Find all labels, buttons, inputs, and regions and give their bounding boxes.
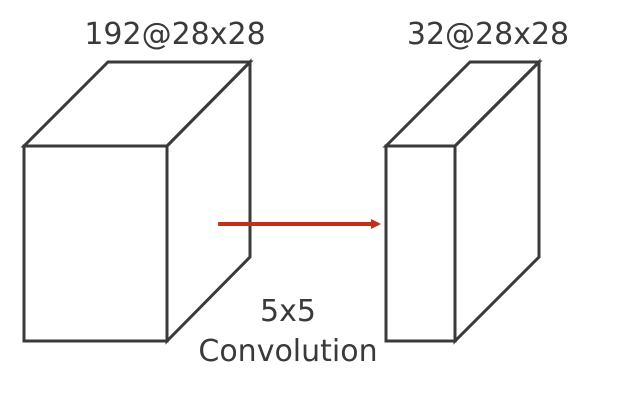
input-volume-label: 192@28x28 [84, 17, 266, 52]
output-cube-front-face [384, 144, 457, 343]
input-volume-cube [20, 58, 254, 345]
operation-label: Convolution [198, 334, 378, 369]
input-cube-top-face [20, 60, 254, 148]
output-cube-top-face [382, 60, 543, 148]
output-volume-label: 32@28x28 [406, 17, 570, 52]
input-cube-front-face [22, 144, 169, 343]
output-cube-side-face [453, 58, 541, 345]
input-cube-side-face [165, 58, 252, 345]
output-volume-cube [382, 58, 543, 345]
kernel-size-label: 5x5 [260, 294, 316, 329]
